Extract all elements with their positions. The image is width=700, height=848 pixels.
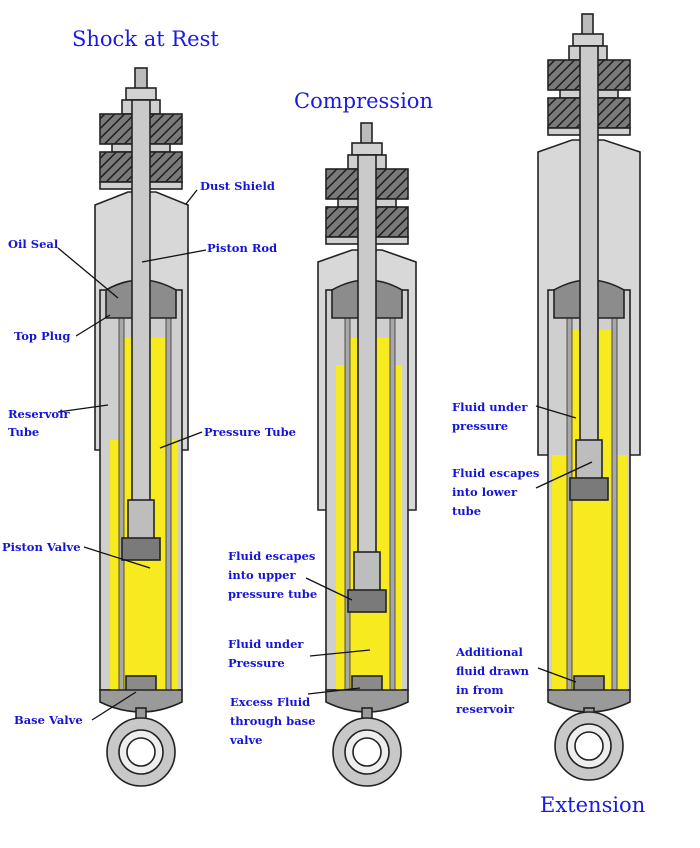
- label-fluid-under-pressure-compression: Fluid under Pressure: [228, 637, 307, 670]
- label-fluid-under-pressure-extension-line-1: Fluid under: [452, 400, 528, 414]
- label-fluid-escapes-upper-line-2: into upper: [228, 568, 296, 582]
- label-excess-fluid-line-3: valve: [229, 733, 263, 747]
- label-excess-fluid-line-1: Excess Fluid: [230, 695, 310, 709]
- label-pressure-tube: Pressure Tube: [204, 425, 296, 439]
- label-reservoir-tube-line-2: Tube: [8, 425, 39, 439]
- label-excess-fluid-line-2: through base: [230, 714, 315, 728]
- label-piston-valve: Piston Valve: [2, 540, 81, 554]
- title-compression: Compression: [294, 89, 433, 113]
- label-fluid-under-pressure-compression-line-1: Fluid under: [228, 637, 304, 651]
- label-reservoir-tube: Reservoir Tube: [8, 407, 74, 439]
- label-fluid-escapes-upper-line-3: pressure tube: [228, 587, 317, 601]
- label-additional-fluid-line-3: in from: [456, 683, 504, 697]
- label-fluid-escapes-upper: Fluid escapes into upper pressure tube: [228, 549, 319, 601]
- label-fluid-under-pressure-extension: Fluid under pressure: [452, 400, 531, 433]
- label-fluid-escapes-lower-line-3: tube: [452, 504, 481, 518]
- label-fluid-escapes-lower: Fluid escapes into lower tube: [452, 466, 543, 518]
- label-oil-seal: Oil Seal: [8, 237, 59, 251]
- shock-at-rest: [94, 67, 189, 787]
- label-fluid-escapes-lower-line-1: Fluid escapes: [452, 466, 539, 480]
- label-fluid-under-pressure-compression-line-2: Pressure: [228, 656, 285, 670]
- label-additional-fluid-line-2: fluid drawn: [456, 664, 530, 678]
- label-fluid-under-pressure-extension-line-2: pressure: [452, 419, 508, 433]
- label-fluid-escapes-upper-line-1: Fluid escapes: [228, 549, 315, 563]
- label-reservoir-tube-line-1: Reservoir: [8, 407, 70, 421]
- label-additional-fluid-line-4: reservoir: [456, 702, 515, 716]
- shock-extension: [537, 13, 641, 781]
- label-fluid-escapes-lower-line-2: into lower: [452, 485, 518, 499]
- label-piston-rod: Piston Rod: [207, 241, 277, 255]
- label-excess-fluid: Excess Fluid through base valve: [229, 695, 319, 747]
- shock-compression: [317, 122, 417, 787]
- label-additional-fluid: Additional fluid drawn in from reservoir: [455, 645, 533, 716]
- label-dust-shield: Dust Shield: [200, 179, 275, 193]
- label-base-valve: Base Valve: [14, 713, 83, 727]
- title-shock-at-rest: Shock at Rest: [72, 27, 219, 51]
- label-top-plug: Top Plug: [14, 329, 70, 343]
- leader-lines: [57, 189, 593, 721]
- title-extension: Extension: [540, 793, 645, 817]
- label-additional-fluid-line-1: Additional: [455, 645, 524, 659]
